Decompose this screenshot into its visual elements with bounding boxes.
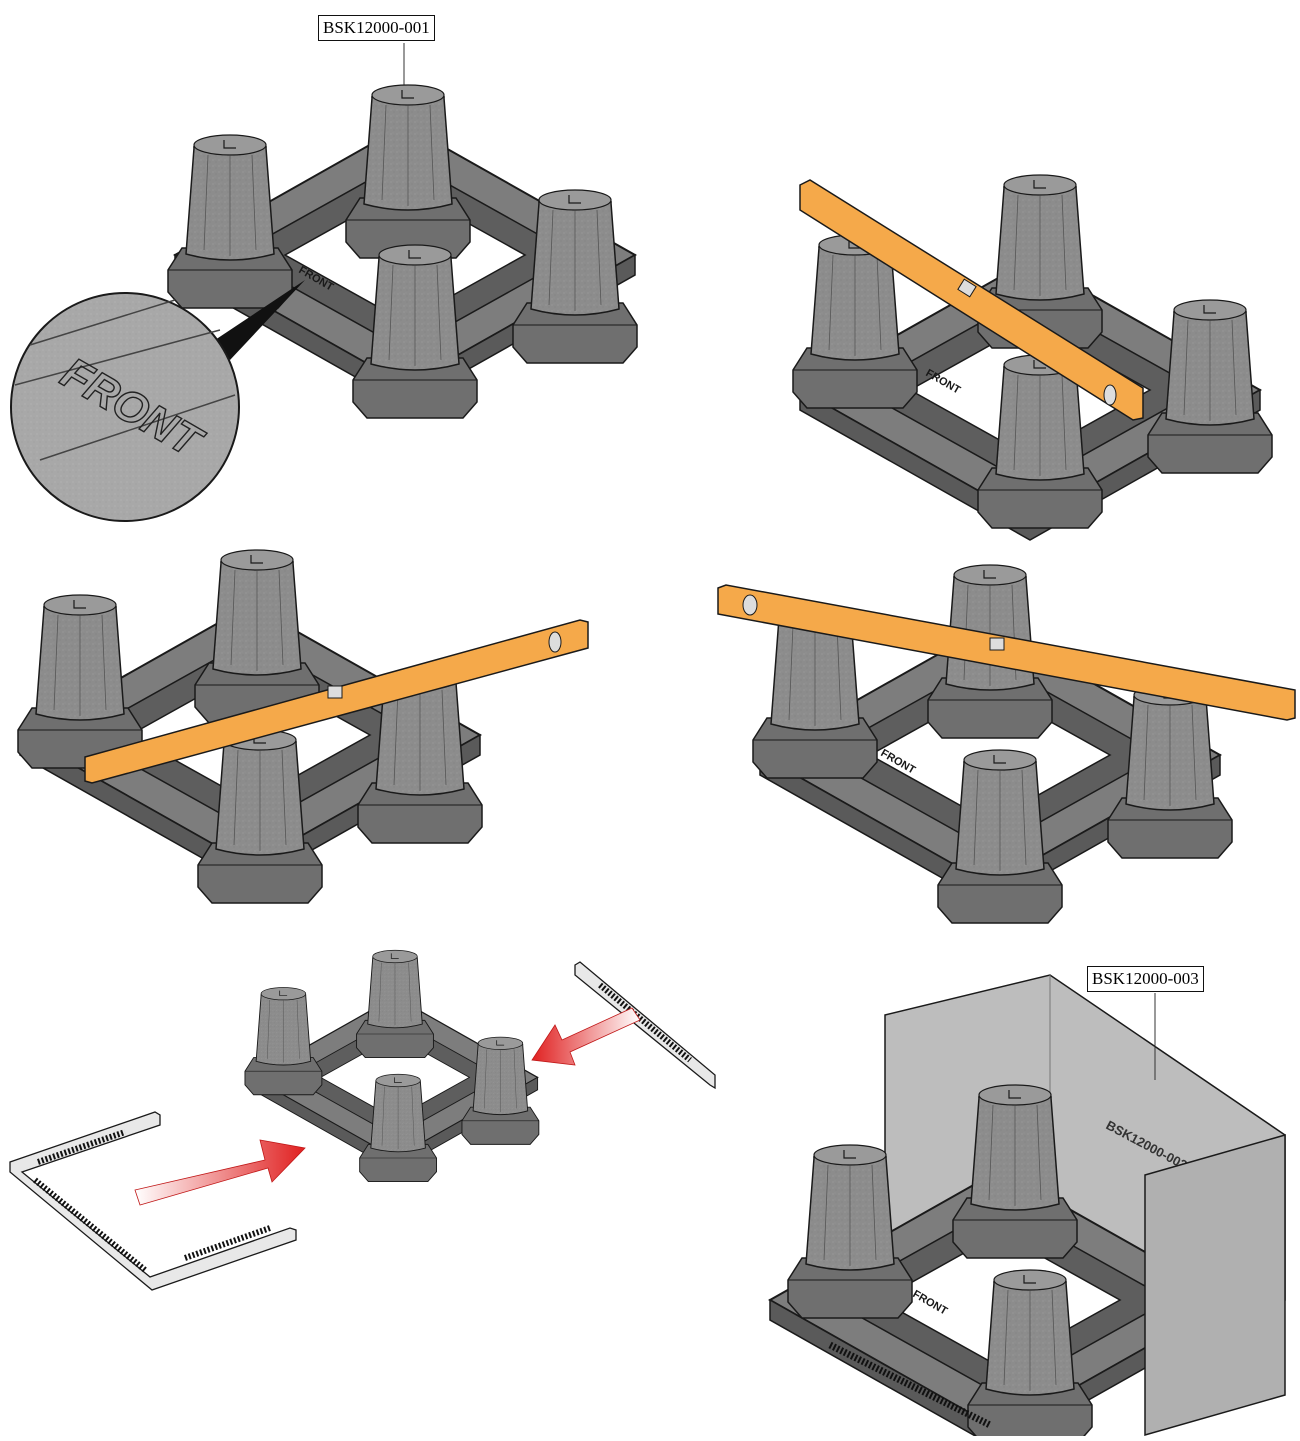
rail-slots <box>184 1225 271 1261</box>
pedestal-left <box>244 987 323 1096</box>
spirit-level-icon <box>717 584 1296 721</box>
rail-slots <box>37 1129 126 1165</box>
rail-slots <box>828 1341 992 1429</box>
rail-slots <box>33 1177 147 1273</box>
level-vial <box>957 278 977 298</box>
panel-step-6: BSK12000-003 FRONT <box>769 974 1286 1441</box>
rail-slots <box>598 982 692 1063</box>
bottom-rail-piece <box>9 1111 297 1291</box>
panel-step-5 <box>9 949 716 1291</box>
level-vial-end <box>742 594 758 616</box>
part-callout: BSK12000-003 <box>1087 966 1204 992</box>
level-vial <box>989 637 1005 651</box>
magnifier-detail-icon <box>10 292 240 522</box>
level-vial-end <box>548 631 562 653</box>
panel-step-4: FRONT <box>717 564 1296 924</box>
insulation-side-wall <box>1144 1134 1286 1436</box>
magnifier-pointer <box>215 280 305 360</box>
pedestal-back <box>356 949 434 1059</box>
level-vial-end <box>1103 384 1117 406</box>
spirit-level-icon <box>799 179 1144 421</box>
magnifier-rail-lines <box>14 299 236 461</box>
panel-step-3 <box>17 549 589 904</box>
panel-step-2: FRONT <box>792 174 1273 541</box>
insertion-arrow-icon <box>531 1007 641 1066</box>
part-callout: BSK12000-001 <box>318 15 435 41</box>
level-vial <box>327 685 343 699</box>
insertion-arrow-icon <box>134 1139 306 1206</box>
panel-step-1: FRONT FRONT <box>10 43 638 522</box>
spirit-level-icon <box>84 619 589 784</box>
